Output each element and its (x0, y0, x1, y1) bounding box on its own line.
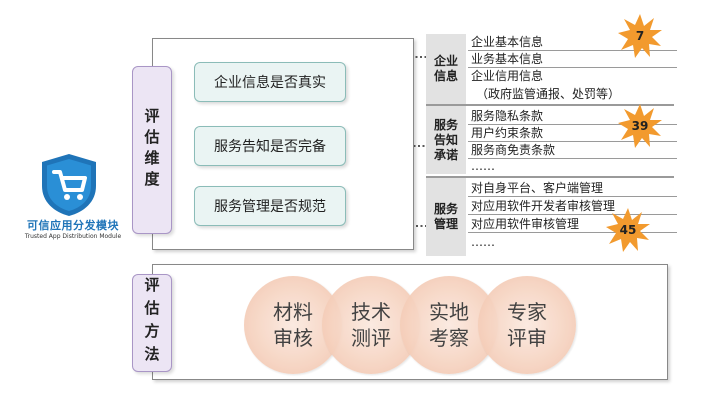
method-label: 材料审核 (273, 300, 313, 350)
group-divider (426, 176, 674, 178)
detail-item: 业务基本信息 (468, 51, 677, 68)
detail-item: （政府监管通报、处罚等） (476, 87, 621, 101)
group-divider (426, 104, 674, 106)
detail-item: 服务隐私条款 (468, 108, 677, 125)
evaluation-method-label: 评估方法 (132, 274, 172, 372)
badge-count: 7 (635, 29, 645, 43)
criterion-service-management: 服务管理是否规范 (194, 186, 346, 226)
criterion-enterprise-info: 企业信息是否真实 (194, 62, 346, 102)
starburst-icon (618, 104, 662, 148)
evaluation-dimension-label: 评估维度 (132, 66, 172, 234)
detail-item: 对应用软件开发者审核管理 (468, 198, 677, 215)
detail-item: 用户约束条款 (468, 125, 677, 142)
detail-item: …… (471, 159, 495, 173)
detail-item: 服务商免责条款 (468, 142, 677, 159)
evaluation-details-table: 企业 信息 企业基本信息 业务基本信息 企业信用信息 （政府监管通报、处罚等） … (426, 34, 677, 256)
method-expert-review: 专家评审 (478, 276, 576, 374)
detail-item: 企业信用信息 (471, 69, 544, 83)
method-label: 实地考察 (429, 300, 469, 350)
starburst-icon (606, 208, 650, 252)
count-badge-starburst: 45 (606, 208, 650, 252)
logo-title: 可信应用分发模块 (27, 219, 119, 232)
category-service-management: 服务 管理 (426, 178, 466, 256)
detail-item: 对应用软件审核管理 (468, 216, 677, 233)
detail-item: 企业基本信息 (468, 34, 677, 51)
logo-subtitle: Trusted App Distribution Module (24, 233, 122, 240)
category-enterprise-info: 企业 信息 (426, 34, 466, 106)
count-badge-starburst: 7 (618, 14, 662, 58)
count-badge-starburst: 39 (618, 104, 662, 148)
category-service-notice: 服务 告知 承诺 (426, 106, 466, 176)
badge-count: 45 (619, 223, 637, 237)
badge-count: 39 (631, 119, 649, 133)
method-label: 技术测评 (351, 300, 391, 350)
criterion-service-notice: 服务告知是否完备 (194, 126, 346, 166)
shield-cart-logo-icon (42, 154, 96, 216)
detail-item: …… (471, 235, 495, 249)
method-label: 专家评审 (507, 300, 547, 350)
detail-item: 对自身平台、客户端管理 (468, 180, 677, 197)
starburst-icon (618, 14, 662, 58)
